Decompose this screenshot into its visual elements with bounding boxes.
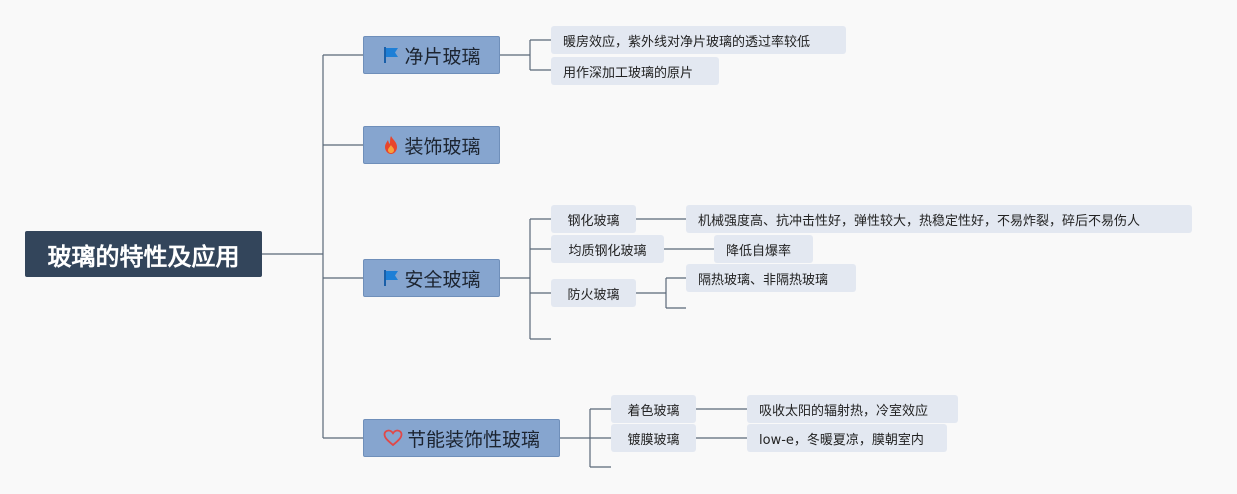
subtopic-node[interactable]: 防火玻璃 xyxy=(551,279,636,307)
detail-node[interactable]: 隔热玻璃、非隔热玻璃 xyxy=(686,264,856,292)
branch-label: 安全玻璃 xyxy=(404,268,481,291)
subtopic-node[interactable]: 暖房效应，紫外线对净片玻璃的透过率较低 xyxy=(551,26,846,54)
subtopic-node[interactable]: 镀膜玻璃 xyxy=(611,424,696,452)
detail-label: 吸收太阳的辐射热，冷室效应 xyxy=(759,403,929,419)
subtopic-node[interactable]: 着色玻璃 xyxy=(611,395,696,423)
branch-topic-clear-glass[interactable]: 净片玻璃 xyxy=(363,36,500,74)
detail-label: 隔热玻璃、非隔热玻璃 xyxy=(698,272,829,288)
detail-node[interactable]: 降低自爆率 xyxy=(714,235,813,263)
branch-label: 净片玻璃 xyxy=(404,45,481,68)
detail-label: 降低自爆率 xyxy=(726,243,792,259)
branch-label: 装饰玻璃 xyxy=(404,135,481,158)
branch-topic-decorative-glass[interactable]: 装饰玻璃 xyxy=(363,126,500,164)
branch-label: 节能装饰性玻璃 xyxy=(406,428,540,451)
subtopic-node[interactable]: 均质钢化玻璃 xyxy=(551,235,664,263)
branch-topic-energy-saving-glass[interactable]: 节能装饰性玻璃 xyxy=(363,419,560,457)
detail-node[interactable]: 吸收太阳的辐射热，冷室效应 xyxy=(747,395,958,423)
subtopic-label: 防火玻璃 xyxy=(567,287,620,303)
subtopic-node[interactable]: 用作深加工玻璃的原片 xyxy=(551,57,719,85)
root-topic[interactable]: 玻璃的特性及应用 xyxy=(25,231,262,277)
subtopic-label: 着色玻璃 xyxy=(627,403,680,419)
root-topic-label: 玻璃的特性及应用 xyxy=(47,242,240,271)
subtopic-label: 均质钢化玻璃 xyxy=(568,243,647,259)
subtopic-label: 钢化玻璃 xyxy=(567,213,620,229)
blue-flag-icon xyxy=(382,46,400,64)
detail-node[interactable]: 机械强度高、抗冲击性好，弹性较大，热稳定性好，不易炸裂，碎后不易伤人 xyxy=(686,205,1192,233)
subtopic-label: 用作深加工玻璃的原片 xyxy=(563,65,694,81)
detail-label: 机械强度高、抗冲击性好，弹性较大，热稳定性好，不易炸裂，碎后不易伤人 xyxy=(698,213,1141,229)
subtopic-node[interactable]: 钢化玻璃 xyxy=(551,205,636,233)
fire-icon xyxy=(382,135,400,155)
subtopic-label: 镀膜玻璃 xyxy=(627,432,680,448)
heart-icon xyxy=(383,429,403,447)
blue-flag-icon xyxy=(382,269,400,287)
subtopic-label: 暖房效应，紫外线对净片玻璃的透过率较低 xyxy=(563,34,811,50)
branch-topic-safety-glass[interactable]: 安全玻璃 xyxy=(363,259,500,297)
detail-node[interactable]: low-e，冬暖夏凉，膜朝室内 xyxy=(747,424,947,452)
detail-label: low-e，冬暖夏凉，膜朝室内 xyxy=(759,432,924,448)
